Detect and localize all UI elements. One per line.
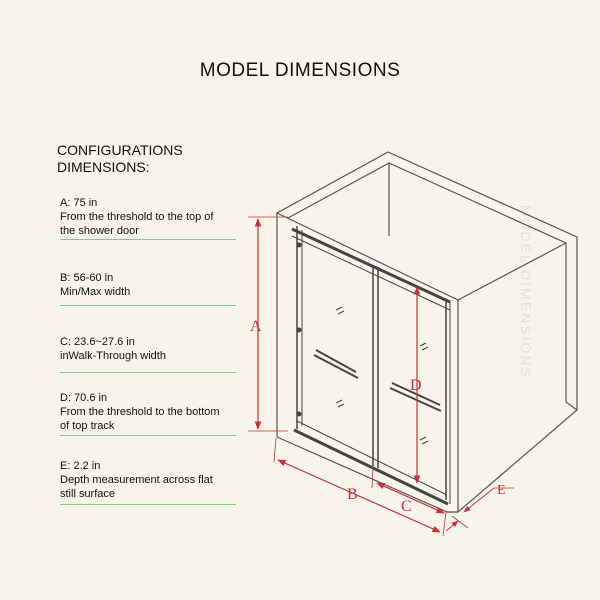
dimension-c (371, 467, 445, 514)
dimension-label-c: C (401, 498, 412, 515)
separator-a (60, 239, 236, 240)
watermark-text: MODEL DIMENSIONS (518, 205, 534, 379)
spec-d-value: D: 70.6 in (60, 392, 108, 404)
spec-a-desc-1: From the threshold to the top of (60, 211, 214, 223)
heading-line-2: DIMENSIONS: (57, 159, 150, 175)
spec-b-desc-1: Min/Max width (60, 286, 131, 298)
shower-door (291, 226, 451, 506)
dimension-e (445, 487, 514, 532)
spec-b-value: B: 56-60 in (60, 272, 114, 284)
dimension-label-d: D (410, 377, 422, 394)
spec-e-value: E: 2.2 in (60, 460, 101, 472)
dimension-label-b: B (347, 486, 358, 503)
spec-c-desc-1: inWalk-Through width (60, 350, 166, 362)
spec-a: A: 75 in From the threshold to the top o… (60, 196, 250, 238)
spec-e: E: 2.2 in Depth measurement across flat … (60, 459, 250, 501)
heading-line-1: CONFIGURATIONS (57, 142, 183, 158)
dimension-label-a: A (250, 318, 262, 335)
spec-a-value: A: 75 in (60, 197, 98, 209)
spec-b: B: 56-60 in Min/Max width (60, 271, 250, 299)
spec-e-desc-2: still surface (60, 488, 116, 500)
spec-d-desc-1: From the threshold to the bottom (60, 406, 220, 418)
dimension-label-e: E (497, 483, 506, 498)
dimension-a (248, 216, 288, 432)
separator-c (60, 372, 236, 373)
separator-e (60, 504, 236, 505)
separator-b (60, 305, 236, 306)
spec-c-value: C: 23.6~27.6 in (60, 336, 135, 348)
configurations-heading: CONFIGURATIONS DIMENSIONS: (57, 142, 257, 176)
separator-d (60, 435, 236, 436)
spec-d-desc-2: of top track (60, 420, 115, 432)
spec-d: D: 70.6 in From the threshold to the bot… (60, 391, 250, 433)
spec-a-desc-2: the shower door (60, 225, 139, 237)
page-title: MODEL DIMENSIONS (199, 60, 401, 81)
enclosure-outline (275, 151, 578, 514)
spec-e-desc-1: Depth measurement across flat (60, 474, 213, 486)
dimension-b (273, 437, 447, 537)
spec-c: C: 23.6~27.6 in inWalk-Through width (60, 335, 250, 363)
